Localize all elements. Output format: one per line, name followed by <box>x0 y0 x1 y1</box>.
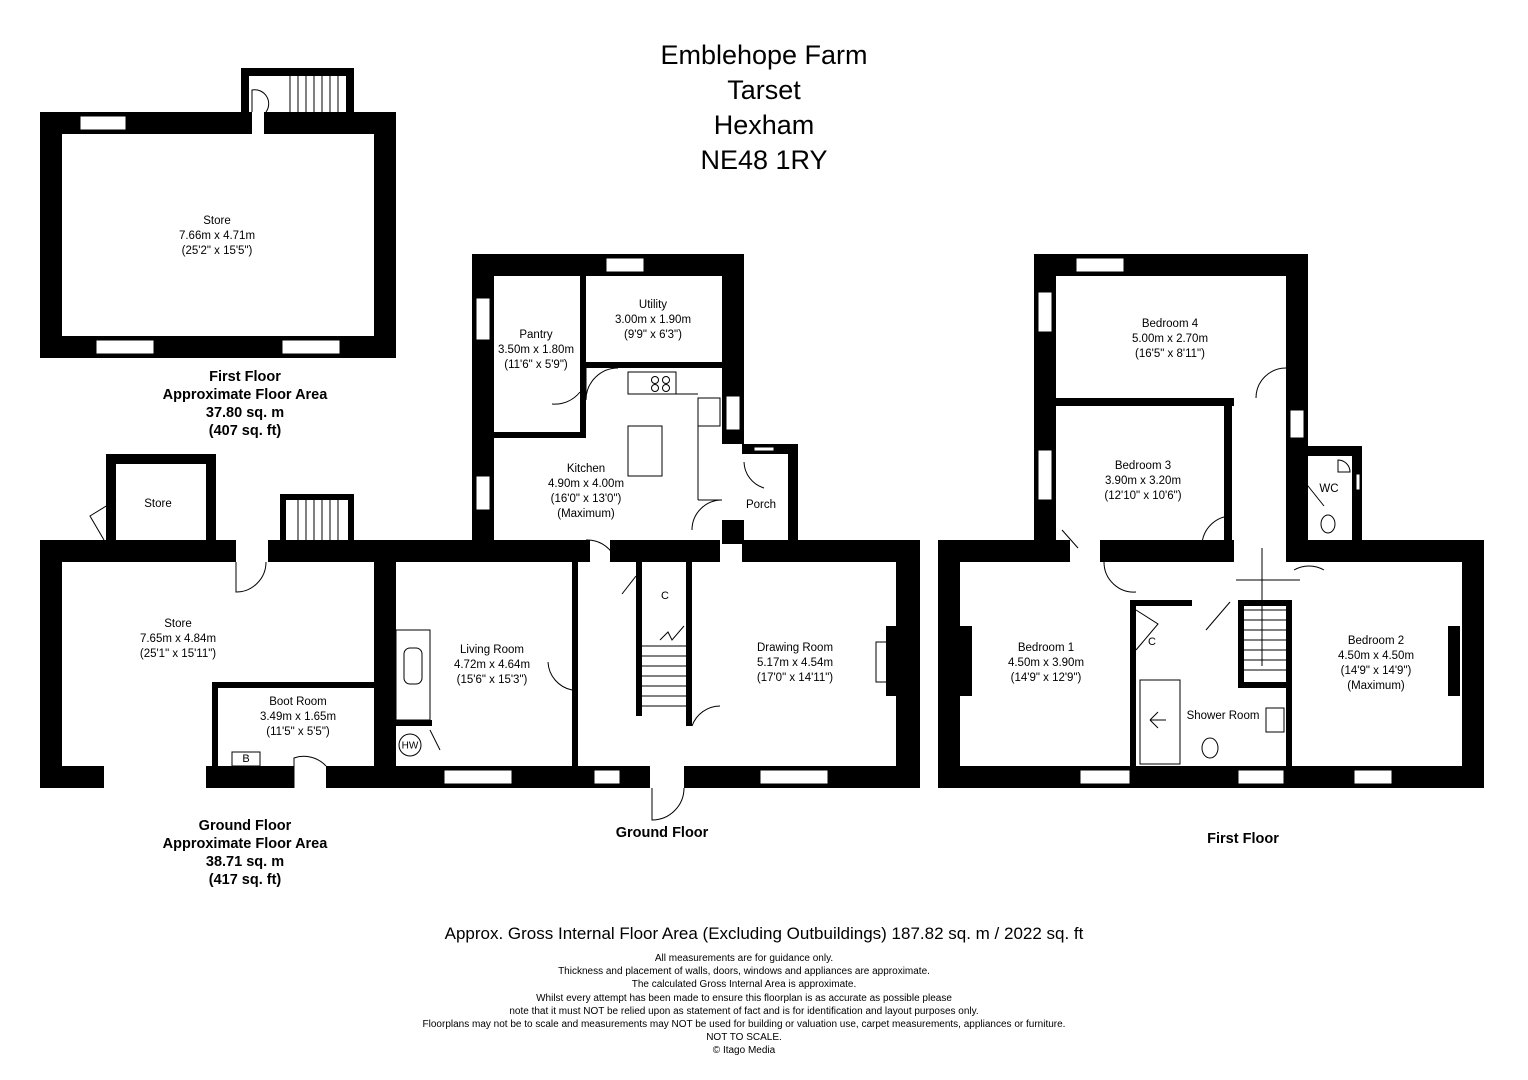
room-imperial: (25'1" x 15'11") <box>139 648 217 660</box>
room-imperial: (11'6" x 5'9") <box>504 359 568 371</box>
first-floor-cupboard-marker: C <box>1148 636 1156 648</box>
bedroom-1-label: Bedroom 1 4.50m x 3.90m (14'9" x 12'9") <box>1008 641 1084 686</box>
disclaimer-line: note that it must NOT be relied upon as … <box>509 1005 979 1017</box>
disclaimer-line: All measurements are for guidance only. <box>654 953 834 964</box>
room-dims: 4.50m x 4.50m <box>1337 650 1415 662</box>
room-name: Bedroom 2 <box>1347 635 1405 647</box>
living-room-label: Living Room 4.72m x 4.64m (15'6" x 15'3"… <box>454 643 530 688</box>
room-dims: 4.50m x 3.90m <box>1007 657 1085 669</box>
gross-internal-area: Approx. Gross Internal Floor Area (Exclu… <box>444 924 1084 943</box>
room-imperial: (12'10" x 10'6") <box>1104 490 1182 502</box>
porch-label: Porch <box>746 498 776 513</box>
floor-label: First Floor <box>209 369 281 385</box>
room-dims: 4.72m x 4.64m <box>453 659 531 671</box>
address-line-2: Tarset <box>727 75 801 105</box>
disclaimer-line: NOT TO SCALE. <box>706 1032 782 1044</box>
disclaimer-line: Floorplans may not be to scale and measu… <box>422 1019 1066 1031</box>
boot-room-label: Boot Room 3.49m x 1.65m (11'5" x 5'5") <box>260 695 336 740</box>
outbuilding-ground-store-label: Store 7.65m x 4.84m (25'1" x 15'11") <box>140 617 216 662</box>
outbuilding-small-store-label: Store <box>144 497 172 512</box>
room-name: Pantry <box>519 329 553 341</box>
room-imperial: (16'5" x 8'11") <box>1135 348 1205 360</box>
outbuilding-first-store-label: Store 7.66m x 4.71m (25'2" x 15'5") <box>179 214 255 259</box>
room-name: Living Room <box>460 644 524 656</box>
pantry-label: Pantry 3.50m x 1.80m (11'6" x 5'9") <box>498 328 574 373</box>
room-name: Bedroom 1 <box>1017 642 1075 654</box>
room-name: WC <box>1319 483 1339 495</box>
area-sqft: (407 sq. ft) <box>208 423 282 439</box>
room-name: Store <box>164 618 192 630</box>
room-name: Shower Room <box>1186 710 1260 722</box>
room-name: Bedroom 4 <box>1141 318 1199 330</box>
room-name: Utility <box>638 299 668 311</box>
room-name: Store <box>203 215 231 227</box>
room-note: (Maximum) <box>1347 680 1405 692</box>
room-imperial: (17'0" x 14'11") <box>756 672 834 684</box>
room-dims: 7.66m x 4.71m <box>178 230 256 242</box>
cupboard-marker: C <box>661 590 669 602</box>
utility-label: Utility 3.00m x 1.90m (9'9" x 6'3") <box>615 298 691 343</box>
room-dims: 5.00m x 2.70m <box>1131 333 1209 345</box>
address-line-4: NE48 1RY <box>700 145 828 175</box>
hot-water-marker: HW <box>401 740 419 752</box>
room-name: Boot Room <box>269 696 327 708</box>
room-name: Store <box>144 498 172 510</box>
room-note: (Maximum) <box>557 508 615 520</box>
room-imperial: (16'0" x 13'0") <box>550 493 622 505</box>
outbuilding-ground-area: Ground Floor Approximate Floor Area 38.7… <box>163 817 328 889</box>
room-dims: 5.17m x 4.54m <box>756 657 834 669</box>
first-floor-label: First Floor <box>1207 831 1279 847</box>
room-imperial: (14'9" x 14'9") <box>1340 665 1412 677</box>
property-address: Emblehope Farm Tarset Hexham NE48 1RY <box>564 38 964 178</box>
area-sqft: (417 sq. ft) <box>208 872 282 888</box>
shower-room-label: Shower Room <box>1187 709 1260 724</box>
disclaimer-line: Whilst every attempt has been made to en… <box>536 992 952 1004</box>
room-imperial: (11'5" x 5'5") <box>266 726 330 738</box>
area-sqm: 38.71 sq. m <box>205 854 285 870</box>
kitchen-label: Kitchen 4.90m x 4.00m (16'0" x 13'0") (M… <box>548 462 624 522</box>
address-line-1: Emblehope Farm <box>660 40 868 70</box>
disclaimer-line: © Itago Media <box>712 1045 776 1057</box>
ground-floor-label: Ground Floor <box>615 825 709 841</box>
room-dims: 4.90m x 4.00m <box>547 478 625 490</box>
floor-label: Ground Floor <box>198 818 292 834</box>
drawing-room-label: Drawing Room 5.17m x 4.54m (17'0" x 14'1… <box>757 641 833 686</box>
area-sqm: 37.80 sq. m <box>205 405 285 421</box>
area-label: Approximate Floor Area <box>162 836 328 852</box>
outbuilding-first-area: First Floor Approximate Floor Area 37.80… <box>163 368 328 440</box>
disclaimer-line: Thickness and placement of walls, doors,… <box>558 966 930 978</box>
room-imperial: (15'6" x 15'3") <box>456 674 528 686</box>
room-dims: 3.00m x 1.90m <box>614 314 692 326</box>
room-imperial: (14'9" x 12'9") <box>1010 672 1082 684</box>
room-name: Bedroom 3 <box>1114 460 1172 472</box>
address-line-3: Hexham <box>713 110 815 140</box>
room-dims: 3.50m x 1.80m <box>497 344 575 356</box>
disclaimer-line: The calculated Gross Internal Area is ap… <box>631 979 857 991</box>
room-dims: 7.65m x 4.84m <box>139 633 217 645</box>
disclaimer: All measurements are for guidance only. … <box>423 952 1066 1058</box>
bedroom-4-label: Bedroom 4 5.00m x 2.70m (16'5" x 8'11") <box>1132 317 1208 362</box>
room-name: Drawing Room <box>756 642 834 654</box>
wc-label: WC <box>1319 482 1338 497</box>
room-dims: 3.90m x 3.20m <box>1104 475 1182 487</box>
bedroom-2-label: Bedroom 2 4.50m x 4.50m (14'9" x 14'9") … <box>1338 634 1414 694</box>
room-name: Kitchen <box>566 463 606 475</box>
area-label: Approximate Floor Area <box>162 387 328 403</box>
room-imperial: (9'9" x 6'3") <box>624 329 682 341</box>
boiler-marker: B <box>242 753 250 765</box>
room-imperial: (25'2" x 15'5") <box>181 245 253 257</box>
room-dims: 3.49m x 1.65m <box>259 711 337 723</box>
room-name: Porch <box>745 499 777 511</box>
bedroom-3-label: Bedroom 3 3.90m x 3.20m (12'10" x 10'6") <box>1104 459 1181 504</box>
